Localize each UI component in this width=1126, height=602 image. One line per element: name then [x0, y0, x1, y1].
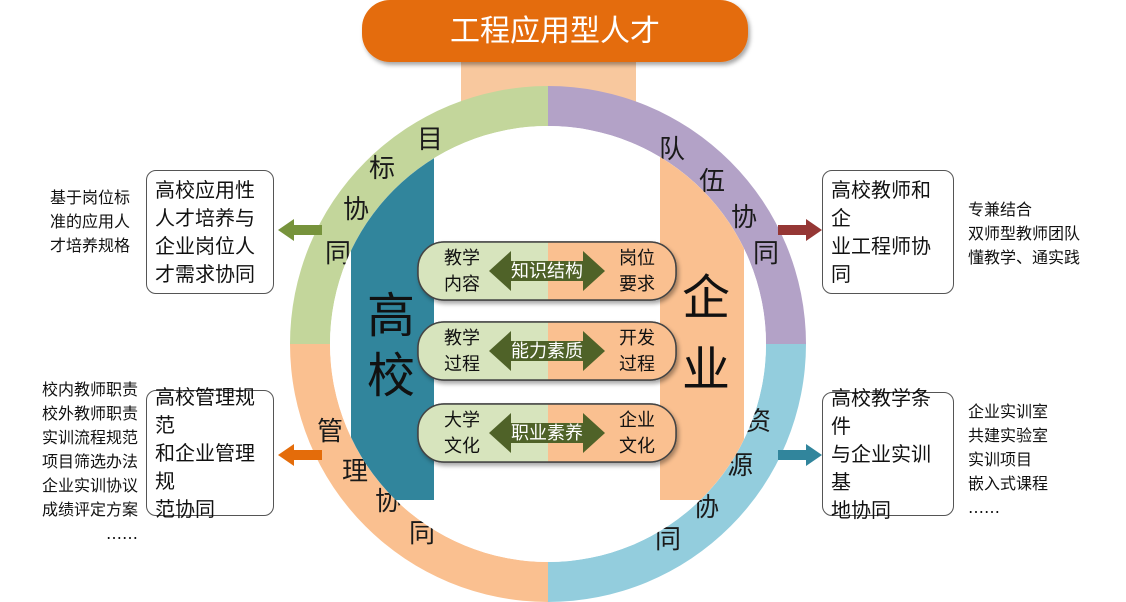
note-line: 实训流程规范 [41, 428, 138, 447]
enterprise-label-char: 业 [682, 342, 730, 398]
school-label-char: 高 [367, 288, 415, 344]
svg-text:文化: 文化 [444, 436, 480, 457]
svg-text:职业素养: 职业素养 [511, 423, 583, 444]
title-banner [362, 0, 748, 62]
note-line: 校外教师职责 [41, 404, 138, 423]
svg-text:教学: 教学 [444, 328, 480, 349]
school-label-char: 校 [367, 348, 415, 404]
box-text: 高校管理规范和企业管理规范协同 [155, 385, 255, 521]
note-line: 企业实训室 [968, 402, 1049, 421]
svg-text:岗位: 岗位 [619, 248, 655, 269]
note-line: 嵌入式课程 [968, 474, 1049, 493]
note-management: 校内教师职责校外教师职责实训流程规范项目筛选办法企业实训协议成绩评定方案 …… [6, 378, 138, 546]
enterprise-label: 企业 [682, 270, 730, 398]
center-rows: 教学 内容 知识结构 岗位 要求 教学 过程 能力素质 开发 过程 大学 文化 [417, 241, 677, 463]
enterprise-label-char: 企 [682, 270, 730, 326]
note-line: 项目筛选办法 [41, 452, 138, 471]
note-line: 实训项目 [968, 450, 1033, 469]
box-goal-collaboration: 高校应用性人才培养与企业岗位人才需求协同 [146, 170, 274, 294]
svg-text:文化: 文化 [619, 436, 655, 457]
note-line: 成绩评定方案 [41, 500, 138, 519]
note-line: 准的应用人 [49, 212, 130, 231]
ring-goal-label-char: 协 [343, 195, 369, 225]
title-text: 工程应用型人才 [450, 14, 660, 49]
ring-goal [290, 86, 548, 344]
svg-text:要求: 要求 [619, 274, 655, 295]
note-team: 专兼结合双师型教师团队懂教学、通实践 [968, 198, 1118, 270]
note-resource: 企业实训室共建实验室实训项目嵌入式课程 …… [968, 400, 1098, 520]
svg-text:过程: 过程 [619, 354, 655, 375]
row-knowledge: 教学 内容 知识结构 岗位 要求 [417, 241, 677, 301]
note-line: …… [106, 524, 138, 543]
row-culture: 大学 文化 职业素养 企业 文化 [417, 403, 677, 463]
ring-resource [548, 344, 806, 602]
note-line: 基于岗位标 [49, 188, 130, 207]
svg-text:能力素质: 能力素质 [511, 341, 583, 362]
ring-team-label-char: 协 [731, 203, 757, 233]
svg-text:知识结构: 知识结构 [511, 261, 583, 282]
note-line: 才培养规格 [49, 236, 130, 255]
ring-goal-label-char: 目 [417, 125, 443, 155]
ring-management [290, 344, 548, 602]
box-text: 高校教学条件与企业实训基地协同 [831, 386, 931, 522]
box-text: 高校应用性人才培养与企业岗位人才需求协同 [155, 178, 255, 286]
row-ability: 教学 过程 能力素质 开发 过程 [417, 321, 677, 381]
svg-text:教学: 教学 [444, 248, 480, 269]
box-management-collaboration: 高校管理规范和企业管理规范协同 [146, 385, 274, 521]
note-line: 懂教学、通实践 [968, 248, 1081, 267]
svg-text:企业: 企业 [619, 410, 655, 431]
arrow-goal [278, 219, 322, 241]
note-line: …… [968, 498, 1000, 517]
note-line: 专兼结合 [968, 200, 1033, 219]
svg-text:内容: 内容 [444, 274, 480, 295]
ring-management-label-char: 理 [342, 457, 368, 487]
note-line: 企业实训协议 [41, 476, 138, 495]
svg-text:开发: 开发 [619, 328, 655, 349]
ring-goal-label-char: 标 [369, 154, 395, 184]
arrow-team [778, 219, 822, 241]
ring-management-label-char: 管 [317, 417, 343, 447]
note-line: 校内教师职责 [41, 380, 138, 399]
note-goal: 基于岗位标准的应用人才培养规格 [10, 186, 130, 258]
svg-text:大学: 大学 [444, 410, 480, 431]
box-text: 高校教师和企业工程师协同 [831, 178, 931, 286]
ring-team [548, 86, 806, 344]
box-team-collaboration: 高校教师和企业工程师协同 [822, 170, 954, 294]
box-resource-collaboration: 高校教学条件与企业实训基地协同 [822, 386, 954, 522]
arrow-resource [778, 444, 822, 466]
arrow-management [278, 444, 322, 466]
svg-text:过程: 过程 [444, 354, 480, 375]
school-label: 高校 [367, 288, 415, 404]
note-line: 共建实验室 [968, 426, 1049, 445]
note-line: 双师型教师团队 [968, 224, 1081, 243]
ring-team-label-char: 同 [753, 239, 779, 269]
